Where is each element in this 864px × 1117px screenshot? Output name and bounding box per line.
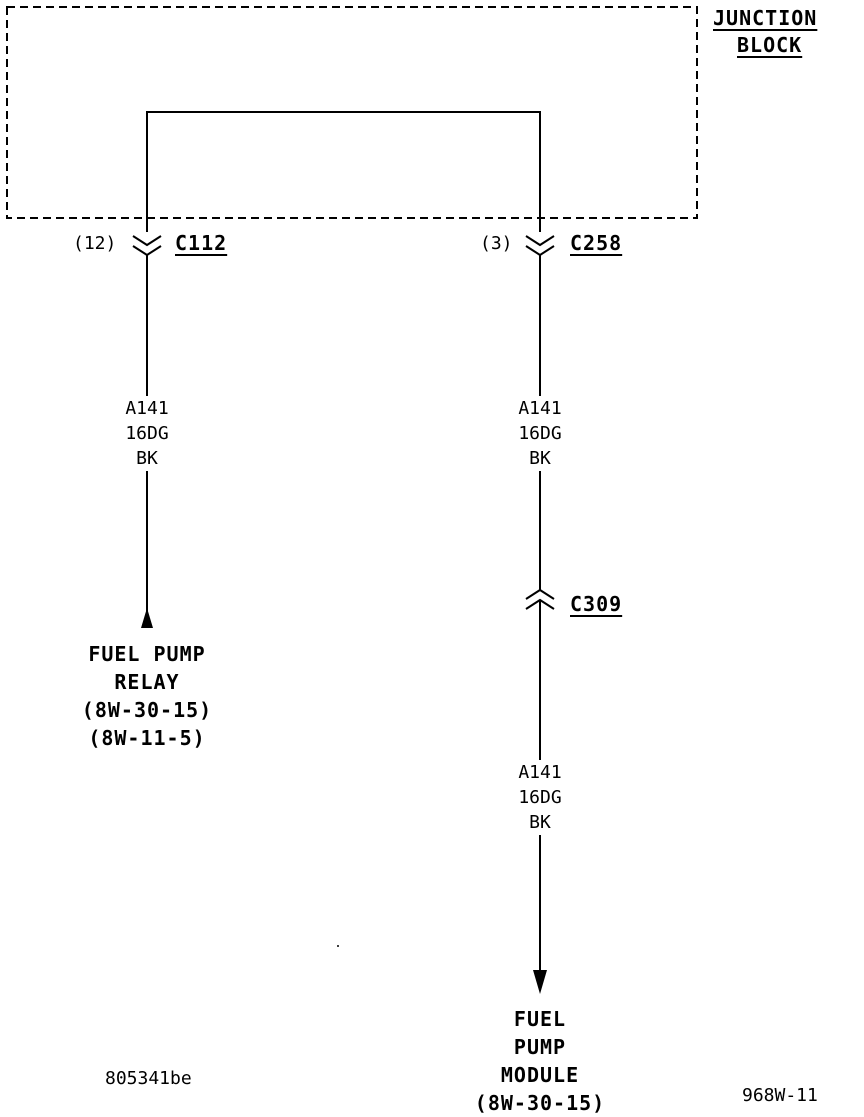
fuel-pump-relay-label: FUEL PUMP RELAY (8W-30-15) (8W-11-5)	[57, 640, 237, 752]
c112-pin-number: (12)	[73, 233, 117, 254]
right-lower-wire-label: A141 16DG BK	[500, 760, 580, 835]
c309-connector-label: C309	[570, 592, 623, 616]
junction-block-label-line2: BLOCK	[737, 33, 803, 57]
internal-bus-wire	[146, 111, 541, 232]
relay-label-line1: FUEL PUMP	[88, 642, 206, 666]
right-upper-wire-gauge: 16DG	[518, 423, 562, 444]
right-upper-wire-circuit: A141	[518, 398, 562, 419]
relay-label-line2: RELAY	[114, 670, 180, 694]
module-terminal-arrow	[533, 970, 547, 994]
c112-connector-label: C112	[175, 231, 228, 255]
left-wire-color: BK	[136, 448, 158, 469]
right-lower-wire-circuit: A141	[518, 762, 562, 783]
junction-block-outline	[6, 6, 698, 219]
relay-label-line3: (8W-30-15)	[81, 698, 213, 722]
left-wire-circuit: A141	[125, 398, 169, 419]
right-lower-wire-gauge: 16DG	[518, 787, 562, 808]
scan-speck	[337, 945, 339, 947]
fuel-pump-module-label: FUEL PUMP MODULE (8W-30-15)	[450, 1005, 630, 1117]
drawing-id: 805341be	[105, 1068, 192, 1089]
c258-connector-label: C258	[570, 231, 623, 255]
module-label-line4: (8W-30-15)	[474, 1091, 606, 1115]
module-label-line3: MODULE	[500, 1063, 580, 1087]
right-upper-wire-color: BK	[529, 448, 551, 469]
c258-pin-number: (3)	[480, 233, 513, 254]
junction-block-label-line1: JUNCTION	[713, 6, 818, 30]
relay-label-line4: (8W-11-5)	[88, 726, 206, 750]
c112-connector-symbol	[132, 235, 162, 257]
page-reference: 968W-11	[742, 1085, 818, 1106]
module-label-line1: FUEL	[513, 1007, 567, 1031]
right-upper-wire-label: A141 16DG BK	[500, 396, 580, 471]
left-wire-gauge: 16DG	[125, 423, 169, 444]
left-wire-label: A141 16DG BK	[107, 396, 187, 471]
relay-terminal-arrow	[141, 608, 153, 628]
module-label-line2: PUMP	[513, 1035, 567, 1059]
right-lower-wire-color: BK	[529, 812, 551, 833]
c258-connector-symbol	[525, 235, 555, 257]
